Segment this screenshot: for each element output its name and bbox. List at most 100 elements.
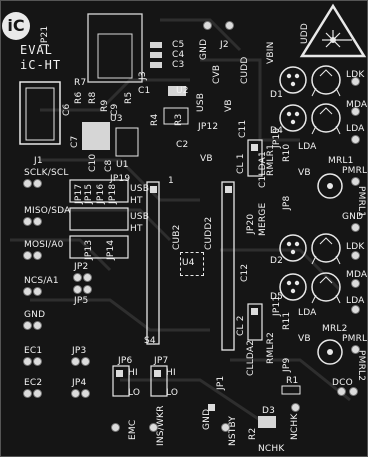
label-pmrl-1: PMRL: [342, 166, 368, 176]
test-point-ldk2[interactable]: [352, 252, 359, 259]
test-point-mda2[interactable]: [352, 280, 359, 287]
jumper-pin-cl1[interactable]: [251, 144, 258, 151]
label-vb-top: VB: [224, 99, 234, 112]
test-point-miso[interactable]: [24, 218, 31, 225]
test-point-sclk-2[interactable]: [34, 180, 41, 187]
label-jp6: JP6: [118, 356, 133, 366]
label-cvb: CVB: [212, 64, 222, 84]
label-jp14: JP14: [106, 239, 116, 260]
jumper-pad-jp3-2[interactable]: [82, 358, 89, 365]
label-pmrl-r1: PMRL1: [356, 186, 366, 218]
label-jp18: JP18: [108, 183, 118, 204]
label-cudd: CUDD: [240, 56, 250, 84]
test-point-emc[interactable]: [112, 424, 119, 431]
header-pin-right-1[interactable]: [225, 186, 232, 193]
label-lo2: LO: [166, 388, 179, 398]
label-ec1: EC1: [24, 346, 43, 356]
label-rmlr1: RMLR1: [266, 143, 276, 176]
label-c8: C8: [104, 159, 114, 172]
ic-u4: [180, 252, 204, 276]
test-point-ins-wkr[interactable]: [150, 424, 157, 431]
test-point-gnd[interactable]: [24, 322, 31, 329]
jumper-pad-jp3[interactable]: [72, 358, 79, 365]
test-point-dco[interactable]: [338, 388, 345, 395]
label-r11: R11: [282, 311, 292, 330]
test-point-lda2[interactable]: [352, 306, 359, 313]
jumper-pad-jp4[interactable]: [72, 390, 79, 397]
label-usb-top: USB: [196, 92, 206, 112]
label-r3: R3: [174, 113, 184, 126]
test-point-ec1-2[interactable]: [34, 358, 41, 365]
label-hi1: HI: [128, 368, 138, 378]
label-vb-r1: VB: [298, 168, 311, 178]
label-u1: U1: [116, 160, 129, 170]
label-jp12: JP12: [198, 122, 219, 132]
test-point-ec2[interactable]: [24, 390, 31, 397]
jumper-pad-jp2-2[interactable]: [84, 274, 91, 281]
test-point-dco-2[interactable]: [350, 388, 357, 395]
label-gnd-top: GND: [199, 38, 209, 60]
connector-pad-j2-2[interactable]: [226, 22, 233, 29]
label-usb-mid2: USB: [130, 212, 150, 222]
test-point-lda1[interactable]: [352, 136, 359, 143]
test-point-miso-2[interactable]: [34, 218, 41, 225]
label-r4: R4: [150, 113, 160, 126]
jumper-pad-jp5[interactable]: [74, 286, 81, 293]
label-cllda2: CLLDA2: [246, 339, 256, 376]
jumper-pad-jp5-2[interactable]: [84, 286, 91, 293]
test-point-ncs[interactable]: [24, 288, 31, 295]
label-c6: C6: [62, 103, 72, 116]
label-jp21: JP21: [40, 25, 50, 46]
jumper-pin-jp1[interactable]: [208, 404, 215, 411]
test-point-mosi-2[interactable]: [34, 252, 41, 259]
label-u3: U3: [110, 114, 123, 124]
test-point-gnd-right[interactable]: [352, 224, 359, 231]
label-jp1: JP1: [216, 375, 226, 390]
label-ncs-a1: NCS/A1: [24, 276, 59, 286]
label-gnd-bottom: GND: [202, 408, 212, 430]
label-jp19: JP19: [110, 174, 131, 184]
label-pmrl-r2: PMRL2: [356, 350, 366, 382]
label-cl2: CL 2: [236, 315, 246, 336]
label-c7: C7: [70, 135, 80, 148]
jumper-pin-cl2[interactable]: [251, 308, 258, 315]
label-c3: C3: [172, 60, 185, 70]
test-point-mda1[interactable]: [352, 108, 359, 115]
laser-warning-icon: [299, 3, 367, 58]
test-point-pmrl1[interactable]: [352, 178, 359, 185]
label-jp2: JP2: [74, 262, 89, 272]
test-point-nstby[interactable]: [222, 424, 229, 431]
label-gnd-r1: GND: [342, 212, 364, 222]
label-j3: J3: [138, 71, 148, 80]
capacitor-c3: [150, 62, 162, 68]
test-point-mosi[interactable]: [24, 252, 31, 259]
label-cub2: CUB2: [172, 224, 182, 250]
test-point-ncs-2[interactable]: [34, 288, 41, 295]
test-point-sclk[interactable]: [24, 180, 31, 187]
label-merge: MERGE: [258, 202, 268, 236]
label-pin1: 1: [168, 176, 174, 186]
test-point-gnd-2[interactable]: [34, 322, 41, 329]
jumper-pin-jp7[interactable]: [154, 370, 161, 377]
label-jp8: JP8: [282, 195, 292, 210]
test-point-pmrl2[interactable]: [352, 346, 359, 353]
label-jp9: JP9: [282, 357, 292, 372]
label-cl1: CL 1: [236, 153, 246, 174]
label-r10: R10: [282, 143, 292, 162]
test-point-nchk[interactable]: [292, 404, 299, 411]
label-mrl2: MRL2: [322, 324, 348, 334]
jumper-pin-jp6[interactable]: [116, 370, 123, 377]
jumper-pad-jp4-2[interactable]: [82, 390, 89, 397]
label-ht-mid2: HT: [130, 224, 143, 234]
label-jp15: JP15: [84, 183, 94, 204]
ic-haus-logo: iC: [2, 12, 30, 40]
test-point-ldk1[interactable]: [352, 78, 359, 85]
label-udd: UDD: [300, 22, 310, 44]
test-point-ec1[interactable]: [24, 358, 31, 365]
jumper-pad-jp2[interactable]: [74, 274, 81, 281]
test-point-ec2-2[interactable]: [34, 390, 41, 397]
label-vb-mid: VB: [200, 154, 213, 164]
label-ldk-2: LDK: [346, 242, 365, 252]
header-pin-1[interactable]: [150, 186, 157, 193]
connector-pad-j2-1[interactable]: [204, 22, 211, 29]
